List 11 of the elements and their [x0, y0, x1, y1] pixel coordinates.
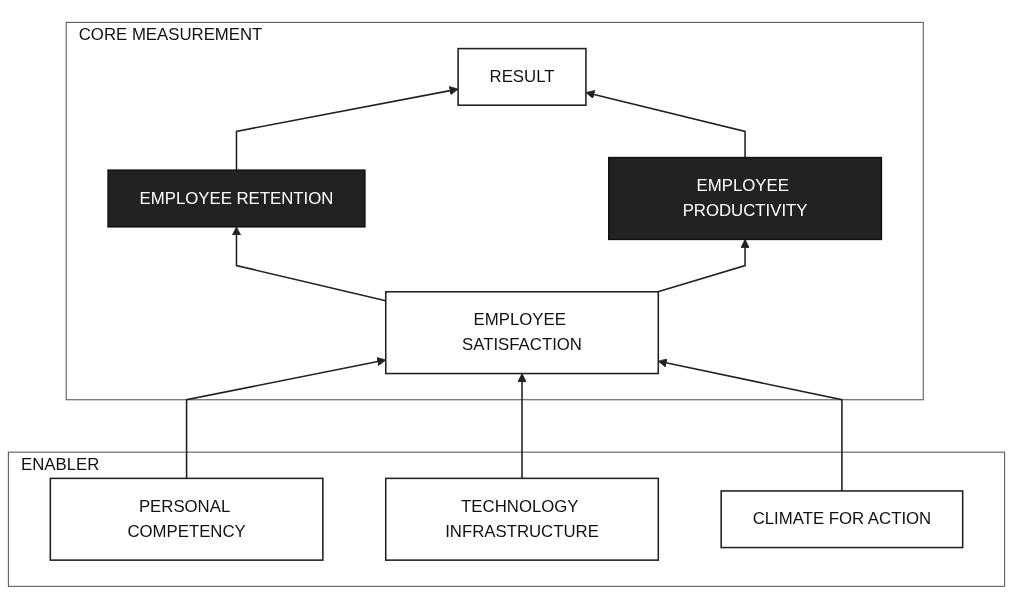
- node-box: EMPLOYEE RETENTION: [107, 169, 366, 228]
- arrow: [657, 239, 750, 293]
- node-box: PERSONAL COMPETENCY: [49, 477, 324, 562]
- node-box: RESULT: [457, 47, 587, 107]
- node-box: CLIMATE FOR ACTION: [720, 490, 964, 549]
- node-box: EMPLOYEE PRODUCTIVITY: [608, 156, 883, 241]
- node-box: TECHNOLOGY INFRASTRUCTURE: [384, 477, 660, 562]
- arrow: [585, 90, 746, 159]
- arrow: [235, 86, 459, 172]
- arrow: [517, 373, 527, 480]
- node-box: EMPLOYEE SATISFACTION: [384, 291, 660, 375]
